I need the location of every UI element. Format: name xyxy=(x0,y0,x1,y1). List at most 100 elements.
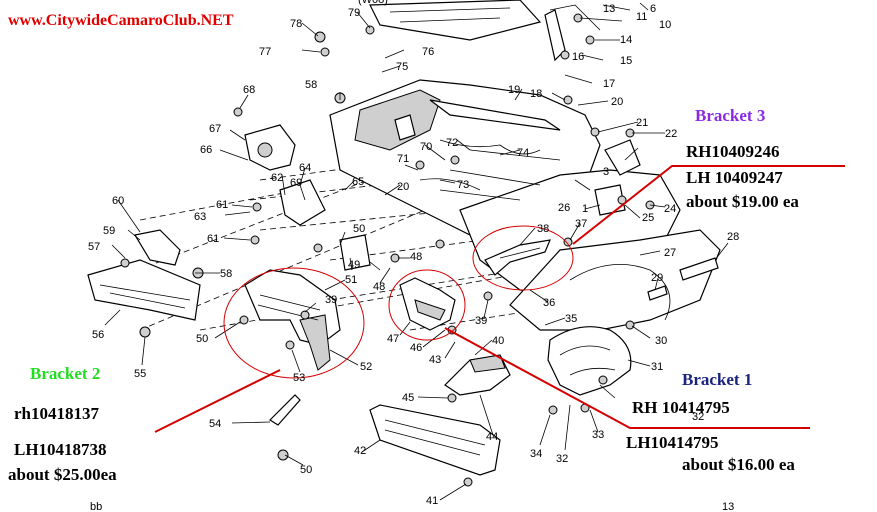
wiring-harness xyxy=(419,139,541,191)
bracket-2-price: about $25.00ea xyxy=(8,465,117,484)
leader-lines xyxy=(104,2,729,501)
callout-55: 55 xyxy=(134,368,146,380)
bracket-1-price: about $16.00 ea xyxy=(682,455,795,474)
callout-70: 70 xyxy=(420,141,432,153)
callout-53: 53 xyxy=(293,372,305,384)
callout-68: 68 xyxy=(243,84,255,96)
callout-24: 24 xyxy=(664,203,676,215)
callout-18: 18 xyxy=(530,88,542,100)
callout-39b: 39 xyxy=(475,315,487,327)
callout-33: 33 xyxy=(592,429,604,441)
callout-46: 46 xyxy=(410,342,422,354)
callout-w08: (W08) xyxy=(358,0,388,6)
callout-17: 17 xyxy=(603,78,615,90)
callout-30: 30 xyxy=(655,335,667,347)
cowl-panel xyxy=(369,0,542,41)
callout-48b: 48 xyxy=(410,251,422,263)
callout-50b: 50 xyxy=(353,223,365,235)
callout-6: 6 xyxy=(650,3,656,15)
callout-25: 25 xyxy=(642,212,654,224)
callout-43: 43 xyxy=(429,354,441,366)
callout-52: 52 xyxy=(360,361,372,373)
callout-21: 21 xyxy=(636,117,648,129)
callout-67: 67 xyxy=(209,123,221,135)
hood-hinge xyxy=(244,124,296,171)
radiator-support-left xyxy=(87,259,201,321)
side-brackets-right xyxy=(594,139,641,216)
bracket-1-rh: RH 10414795 xyxy=(632,398,730,417)
callout-76: 76 xyxy=(422,46,434,58)
callout-49: 49 xyxy=(348,259,360,271)
fender xyxy=(509,229,721,331)
callout-75: 75 xyxy=(396,61,408,73)
site-label: www.CitywideCamaroClub.NET xyxy=(8,12,234,29)
callout-41: 41 xyxy=(426,495,438,507)
callout-51: 51 xyxy=(345,274,357,286)
callout-39a: 39 xyxy=(325,294,337,306)
bracket-1-lh: LH10414795 xyxy=(626,433,719,452)
callout-32a: 32 xyxy=(556,453,568,465)
callout-50a: 50 xyxy=(196,333,208,345)
fender-emblem xyxy=(647,257,719,301)
callout-13: 13 xyxy=(603,3,615,15)
callout-19: 19 xyxy=(508,84,520,96)
callout-61b: 61 xyxy=(207,233,219,245)
callout-20: 20 xyxy=(611,96,623,108)
callout-42: 42 xyxy=(354,445,366,457)
bracket-3-lh: LH 10409247 xyxy=(686,168,783,187)
hood-strut xyxy=(544,4,601,62)
callout-73: 73 xyxy=(457,179,469,191)
callout-26: 26 xyxy=(558,202,570,214)
callout-61a: 61 xyxy=(216,199,228,211)
callout-58b: 58 xyxy=(220,268,232,280)
callout-56: 56 xyxy=(92,329,104,341)
callout-44: 44 xyxy=(486,431,498,443)
callout-45: 45 xyxy=(402,392,414,404)
corner-mark-bb: bb xyxy=(90,501,102,512)
callout-58: 58 xyxy=(305,79,317,91)
fasteners xyxy=(120,13,655,487)
callout-31: 31 xyxy=(651,361,663,373)
callout-40: 40 xyxy=(492,335,504,347)
callout-29: 29 xyxy=(651,272,663,284)
callout-50c: 50 xyxy=(300,464,312,476)
callout-15: 15 xyxy=(620,55,632,67)
callout-36: 36 xyxy=(543,297,555,309)
callout-69: 69 xyxy=(290,177,302,189)
bracket-2-rh: rh10418137 xyxy=(14,404,99,423)
callout-27: 27 xyxy=(664,247,676,259)
callout-64: 64 xyxy=(299,162,311,174)
bracket-2-title: Bracket 2 xyxy=(30,364,101,383)
part-numbers: 79 78 77 76 75 58 68 67 66 62 64 69 65 6… xyxy=(88,0,739,512)
corner-mark-13: 13 xyxy=(722,501,734,512)
callout-72: 72 xyxy=(446,137,458,149)
callout-62: 62 xyxy=(271,172,283,184)
callout-57: 57 xyxy=(88,241,100,253)
callout-37: 37 xyxy=(575,218,587,230)
callout-3: 3 xyxy=(603,166,609,178)
callout-77: 77 xyxy=(259,46,271,58)
callout-65: 65 xyxy=(352,176,364,188)
bracket-1-assembly xyxy=(399,277,456,331)
callout-48a: 48 xyxy=(373,281,385,293)
callout-59: 59 xyxy=(103,225,115,237)
front-valance xyxy=(369,404,501,476)
bracket-2-assembly xyxy=(244,269,341,371)
callout-60: 60 xyxy=(112,195,124,207)
callout-66: 66 xyxy=(200,144,212,156)
lower-brace xyxy=(269,394,301,426)
highlight-circles xyxy=(223,225,574,379)
callout-74: 74 xyxy=(517,147,529,159)
callout-79: 79 xyxy=(348,7,360,19)
callout-14: 14 xyxy=(620,34,632,46)
callout-34: 34 xyxy=(530,448,542,460)
callout-lines xyxy=(154,165,845,433)
callout-71: 71 xyxy=(397,153,409,165)
bracket-3-price: about $19.00 ea xyxy=(686,192,799,211)
callout-20b: 20 xyxy=(397,181,409,193)
bracket-1-title: Bracket 1 xyxy=(682,370,753,389)
callout-1: 1 xyxy=(582,203,588,215)
small-bracket-left xyxy=(134,229,181,266)
inner-fender-liner xyxy=(547,326,632,396)
